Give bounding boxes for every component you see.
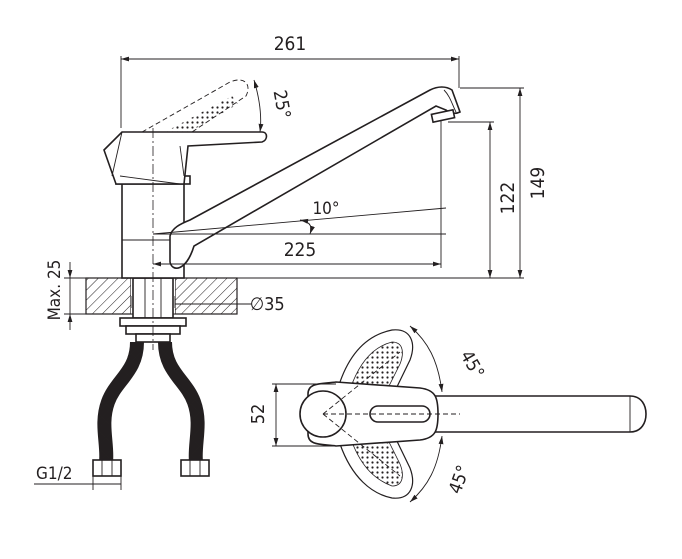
dimension-swivel-top: 45° bbox=[409, 325, 489, 393]
label-hose-thread: G1/2 bbox=[36, 464, 72, 484]
dimension-swivel-bottom: 45° bbox=[409, 435, 475, 503]
body-top bbox=[299, 381, 439, 447]
label-body-width: 52 bbox=[248, 404, 269, 425]
label-overall-length: 261 bbox=[274, 33, 307, 55]
label-spout-height: 122 bbox=[497, 182, 519, 215]
spout-top bbox=[379, 395, 647, 433]
dimension-spout-height: 122 bbox=[237, 121, 519, 279]
dimension-handle-angle: 25° bbox=[253, 79, 295, 133]
label-total-height: 149 bbox=[527, 167, 549, 200]
label-swivel-bottom: 45° bbox=[445, 463, 475, 497]
dimension-overall-length: 261 bbox=[120, 33, 460, 128]
label-spout-angle: 10° bbox=[312, 199, 339, 219]
label-max-thickness: Max. 25 bbox=[45, 260, 65, 321]
label-spout-reach: 225 bbox=[284, 239, 317, 261]
handle-lever bbox=[103, 131, 268, 185]
dimension-max-thickness: Max. 25 bbox=[45, 260, 86, 330]
swivel-construction-lines bbox=[322, 351, 460, 477]
dimension-total-height: 149 bbox=[460, 87, 549, 279]
label-hole-diameter: ∅35 bbox=[250, 294, 285, 315]
dimension-spout-angle: 10° bbox=[152, 199, 447, 235]
dimension-body-width: 52 bbox=[248, 383, 336, 447]
side-view: 261 25° 10° 225 122 bbox=[34, 33, 549, 490]
top-view: 45° 45° 52 bbox=[248, 325, 647, 503]
dimension-hole-diameter: ∅35 bbox=[130, 294, 285, 315]
dimension-spout-reach: 225 bbox=[153, 120, 442, 268]
flexible-hoses bbox=[92, 341, 210, 477]
label-handle-angle: 25° bbox=[269, 88, 295, 120]
dimension-hose-thread: G1/2 bbox=[34, 464, 122, 490]
label-swivel-top: 45° bbox=[456, 347, 489, 382]
